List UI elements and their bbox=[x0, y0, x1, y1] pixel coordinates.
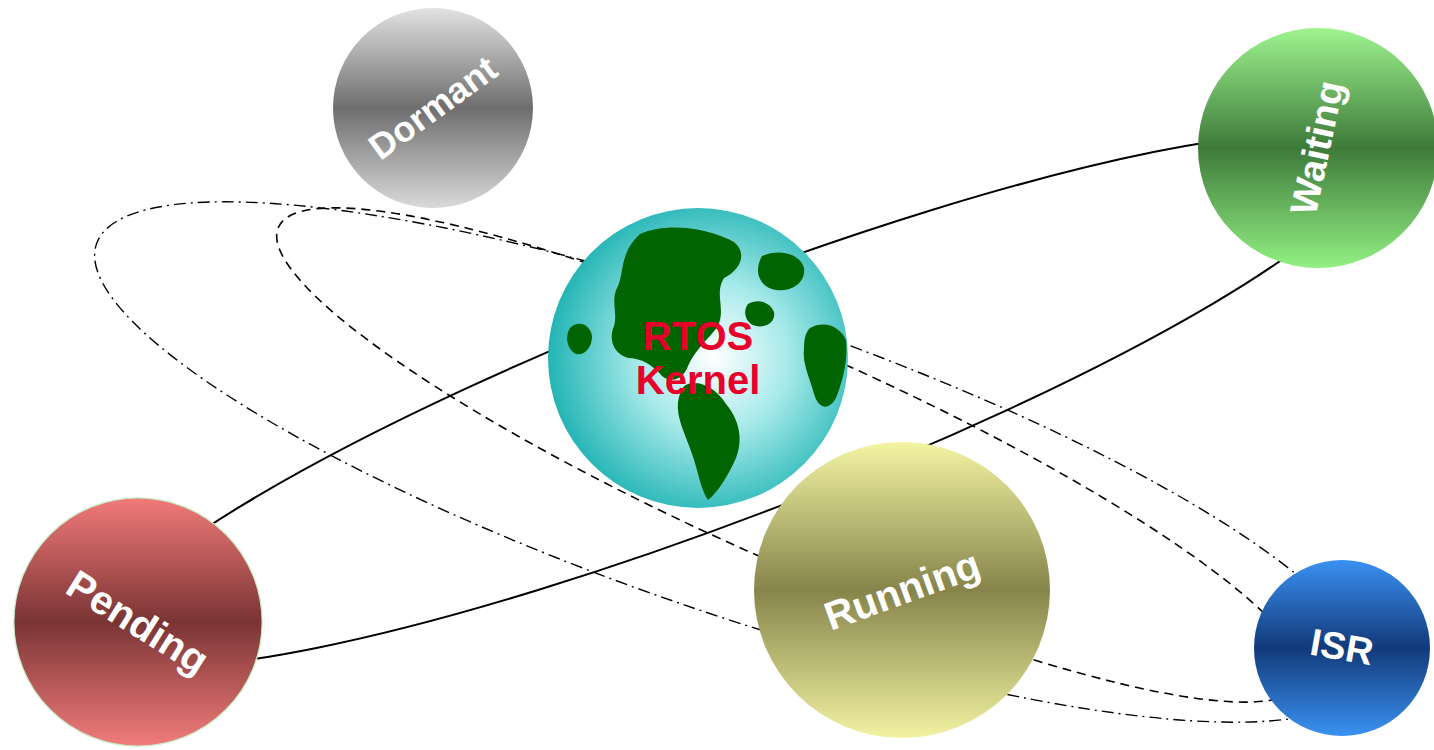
dormant-state-circle: Dormant bbox=[333, 8, 533, 208]
pending-state-circle: Pending bbox=[13, 497, 263, 747]
isr-circle: ISR bbox=[1254, 560, 1430, 736]
circle-fill bbox=[333, 8, 533, 208]
circle-fill bbox=[1198, 28, 1434, 268]
continent-shape bbox=[567, 324, 592, 354]
continent-shape bbox=[804, 324, 847, 406]
circle-fill bbox=[548, 208, 848, 508]
running-state-circle: Running bbox=[754, 442, 1050, 738]
state-label: RTOS Kernel bbox=[623, 314, 773, 402]
kernel-globe: RTOS Kernel bbox=[548, 208, 848, 508]
dashed-orbit bbox=[236, 131, 1345, 750]
circle-fill bbox=[1254, 560, 1430, 736]
circle-fill bbox=[754, 442, 1050, 738]
continents bbox=[567, 228, 846, 500]
circle-fill bbox=[14, 498, 262, 746]
continent-shape bbox=[758, 252, 804, 290]
waiting-state-circle: Waiting bbox=[1198, 28, 1434, 268]
